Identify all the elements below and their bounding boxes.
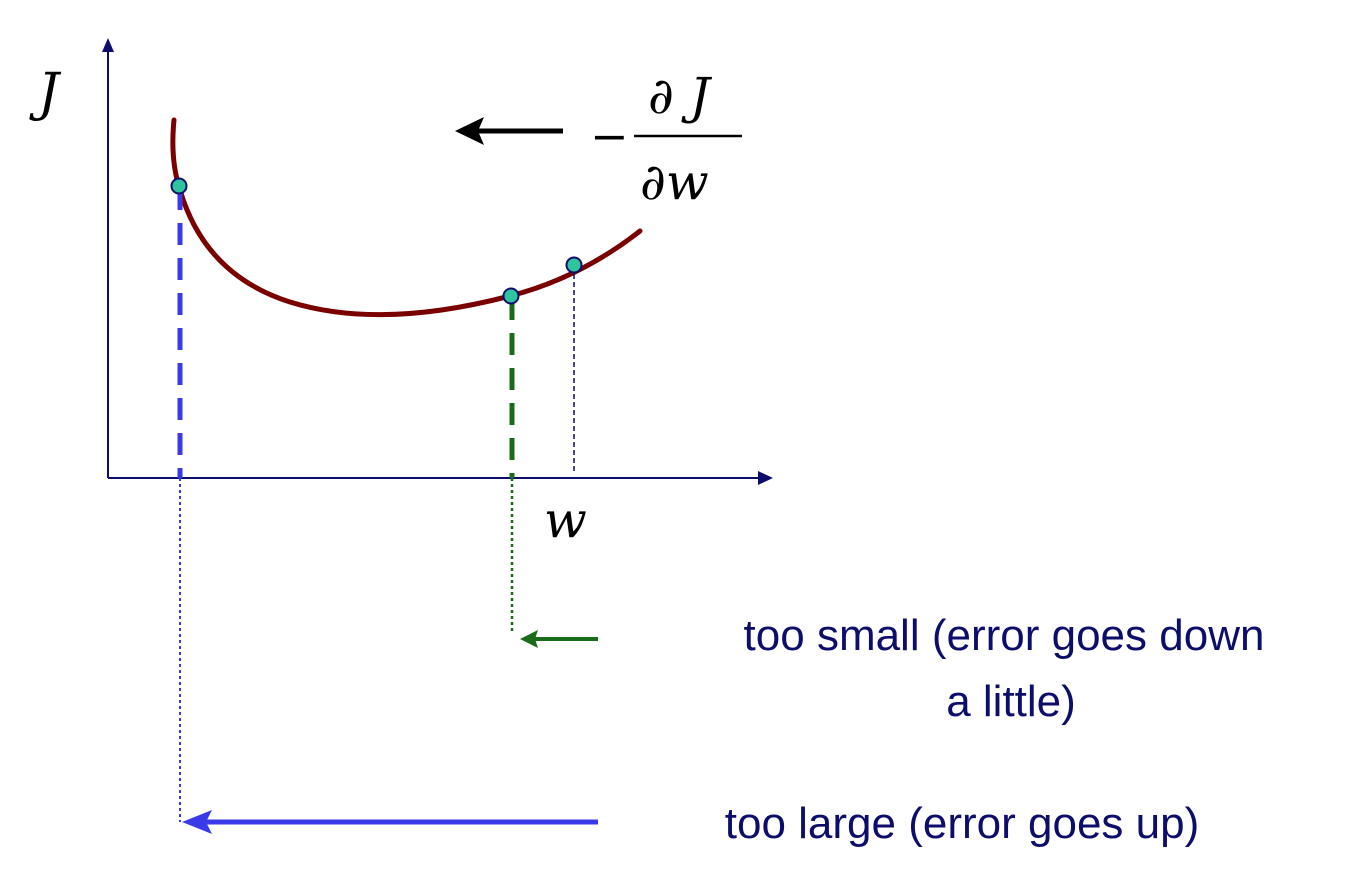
large-step-arrow [182,810,598,834]
x-axis-arrowhead-icon [758,471,773,485]
large-step-caption: too large (error goes up) [725,799,1199,848]
gradient-left-arrow-icon [455,117,484,145]
current-point [565,256,583,274]
y-axis-label: J [29,63,62,123]
small-step-point [502,287,520,305]
x-axis-label: w [544,491,587,549]
gradient-direction [455,117,563,145]
large-step-left-arrow-icon [182,810,212,834]
small-step-arrow [520,630,598,648]
axes [102,38,773,485]
y-axis-arrowhead-icon [102,38,114,52]
small-step-caption-line1: too small (error goes down [744,611,1265,660]
negative-gradient-fraction: − ∂ J ∂w [590,67,742,211]
gradient-denominator: ∂w [640,153,709,211]
small-step-caption-line2: a little) [946,677,1076,726]
cost-curve [170,117,643,318]
gradient-minus-sign: − [590,109,629,163]
gradient-numerator: ∂ J [648,67,713,125]
large-step-point [170,177,188,195]
small-step-left-arrow-icon [520,630,538,648]
